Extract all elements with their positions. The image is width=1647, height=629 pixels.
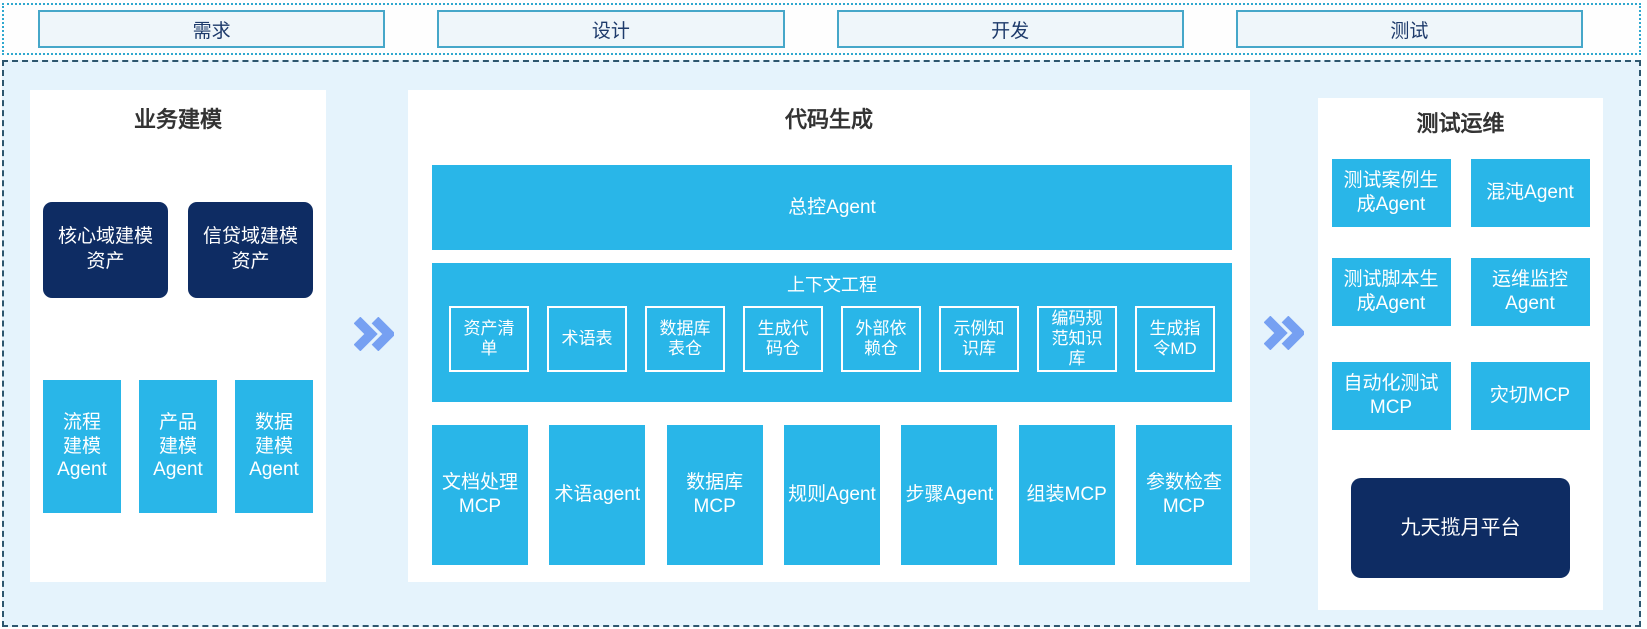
business-modeling-panel: 业务建模 核心域建模 资产 信贷域建模 资产 流程 建模 Agent 产品 建模… bbox=[30, 90, 326, 582]
test-ops-title: 测试运维 bbox=[1416, 111, 1505, 136]
coding-standards-knowledge-base-box: 编码规 范知识 库 bbox=[1037, 306, 1117, 372]
chevron-right-icon bbox=[1264, 316, 1304, 350]
document-processing-mcp-box: 文档处理 MCP bbox=[432, 425, 528, 565]
context-engineering-container: 上下文工程 资产清 单 术语表 数据库 表仓 生成代 码仓 外部依 赖仓 示例知… bbox=[432, 263, 1232, 402]
modeling-asset-row: 核心域建模 资产 信贷域建模 资产 bbox=[30, 202, 326, 298]
generation-instructions-md-box: 生成指 令MD bbox=[1135, 306, 1215, 372]
generated-code-repo-box: 生成代 码仓 bbox=[743, 306, 823, 372]
main-board: 业务建模 核心域建模 资产 信贷域建模 资产 流程 建模 Agent 产品 建模… bbox=[2, 60, 1641, 627]
phase-requirements: 需求 bbox=[38, 10, 386, 48]
chevron-right-icon bbox=[354, 317, 394, 351]
steps-agent-box: 步骤Agent bbox=[901, 425, 998, 565]
database-mcp-box: 数据库 MCP bbox=[666, 425, 763, 565]
automated-testing-mcp-box: 自动化测试 MCP bbox=[1331, 362, 1451, 430]
disaster-switch-mcp-box: 灾切MCP bbox=[1470, 362, 1590, 430]
code-generation-title: 代码生成 bbox=[784, 107, 873, 132]
test-ops-row-2: 测试脚本生 成Agent 运维监控 Agent bbox=[1318, 258, 1603, 326]
phase-design: 设计 bbox=[437, 10, 785, 48]
external-dependency-repo-box: 外部依 赖仓 bbox=[841, 306, 921, 372]
database-table-repo-box: 数据库 表仓 bbox=[645, 306, 725, 372]
glossary-box: 术语表 bbox=[547, 306, 627, 372]
rules-agent-box: 规则Agent bbox=[783, 425, 880, 565]
context-engineering-row: 资产清 单 术语表 数据库 表仓 生成代 码仓 外部依 赖仓 示例知 识库 编码… bbox=[432, 306, 1232, 372]
test-ops-row-1: 测试案例生 成Agent 混沌Agent bbox=[1318, 159, 1603, 227]
asset-list-box: 资产清 单 bbox=[449, 306, 529, 372]
phase-band: 需求 设计 开发 测试 bbox=[2, 3, 1641, 55]
example-knowledge-base-box: 示例知 识库 bbox=[939, 306, 1019, 372]
tool-agent-row: 文档处理 MCP 术语agent 数据库 MCP 规则Agent 步骤Agent… bbox=[432, 425, 1232, 565]
phase-testing: 测试 bbox=[1235, 10, 1583, 48]
assembly-mcp-box: 组装MCP bbox=[1018, 425, 1115, 565]
test-ops-panel: 测试运维 测试案例生 成Agent 混沌Agent 测试脚本生 成Agent 运… bbox=[1318, 98, 1603, 610]
jiutian-lanyue-platform-box: 九天揽月平台 bbox=[1351, 478, 1570, 578]
modeling-agent-row: 流程 建模 Agent 产品 建模 Agent 数据 建模 Agent bbox=[30, 380, 326, 513]
business-modeling-title: 业务建模 bbox=[133, 107, 222, 132]
parameter-check-mcp-box: 参数检查 MCP bbox=[1135, 425, 1232, 565]
test-case-generation-agent-box: 测试案例生 成Agent bbox=[1331, 159, 1451, 227]
data-modeling-agent-box: 数据 建模 Agent bbox=[235, 380, 313, 513]
core-domain-assets-box: 核心域建模 资产 bbox=[43, 202, 168, 298]
phase-development: 开发 bbox=[836, 10, 1184, 48]
master-control-agent-bar: 总控Agent bbox=[432, 165, 1232, 250]
context-engineering-title: 上下文工程 bbox=[787, 275, 877, 295]
process-modeling-agent-box: 流程 建模 Agent bbox=[43, 380, 121, 513]
test-ops-row-3: 自动化测试 MCP 灾切MCP bbox=[1318, 362, 1603, 430]
code-generation-panel: 代码生成 总控Agent 上下文工程 资产清 单 术语表 数据库 表仓 生成代 … bbox=[408, 90, 1250, 582]
credit-domain-assets-box: 信贷域建模 资产 bbox=[188, 202, 313, 298]
product-modeling-agent-box: 产品 建模 Agent bbox=[139, 380, 217, 513]
test-script-generation-agent-box: 测试脚本生 成Agent bbox=[1331, 258, 1451, 326]
terminology-agent-box: 术语agent bbox=[549, 425, 646, 565]
ops-monitoring-agent-box: 运维监控 Agent bbox=[1470, 258, 1590, 326]
chaos-agent-box: 混沌Agent bbox=[1470, 159, 1590, 227]
